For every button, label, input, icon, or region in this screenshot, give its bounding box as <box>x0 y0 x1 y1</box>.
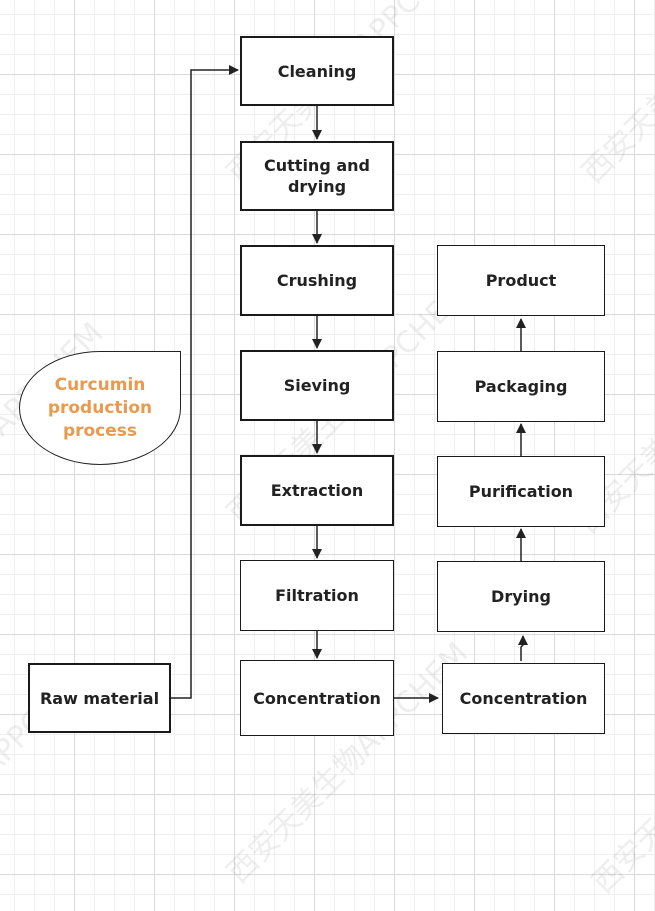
step-cleaning: Cleaning <box>240 36 394 106</box>
arrow-raw-to-cleaning <box>171 65 239 699</box>
step-label: Filtration <box>275 586 359 605</box>
step-label: Concentration <box>253 688 381 708</box>
process-title-text: Curcumin production process <box>47 374 153 441</box>
step-label: Packaging <box>474 377 568 396</box>
process-title: Curcumin production process <box>19 351 181 465</box>
step-purification: Purification <box>437 456 605 527</box>
arrow-concentration-to-drying <box>518 635 528 661</box>
step-label: Concentration <box>459 689 588 708</box>
step-label: Cleaning <box>277 61 357 81</box>
step-concentration-2: Concentration <box>442 663 605 734</box>
step-sieving: Sieving <box>240 350 394 421</box>
step-label: Product <box>485 271 557 290</box>
step-label: Purification <box>468 482 574 501</box>
step-product: Product <box>437 245 605 316</box>
step-extraction: Extraction <box>240 455 394 526</box>
step-label: Extraction <box>270 481 364 500</box>
step-raw-material: Raw material <box>28 663 171 733</box>
step-drying: Drying <box>437 561 605 632</box>
step-filtration: Filtration <box>240 560 394 631</box>
step-label: Cutting and drying <box>264 156 370 196</box>
step-label: Drying <box>491 587 551 606</box>
step-label: Raw material <box>39 688 160 708</box>
step-crushing: Crushing <box>240 245 394 316</box>
step-cutting-and-drying: Cutting and drying <box>240 141 394 211</box>
connector-lines <box>171 65 528 703</box>
step-packaging: Packaging <box>437 351 605 422</box>
step-concentration: Concentration <box>240 660 394 736</box>
step-label: Sieving <box>283 376 351 395</box>
step-label: Crushing <box>276 271 358 290</box>
